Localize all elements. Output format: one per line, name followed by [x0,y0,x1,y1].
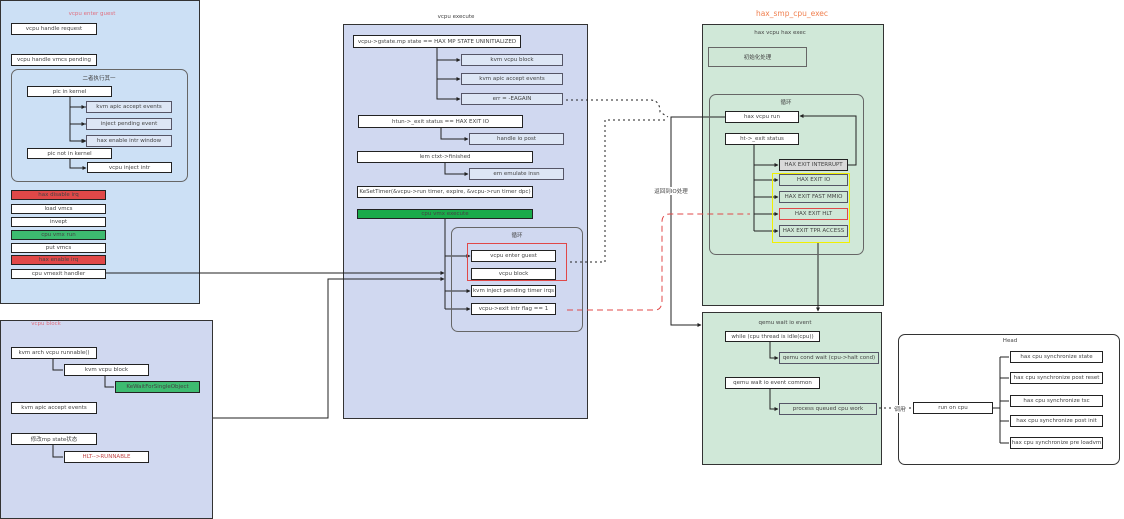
return-label: 返回到IO处理 [654,187,688,195]
head-item: hax cpu synchronize post init [1010,415,1103,427]
loop-title: 循环 [511,233,523,239]
hax-exit-hlt: HAX EXIT HLT [779,208,848,220]
head-item: hax cpu synchronize post reset [1010,372,1103,384]
kvm-inject-timer-irqs: kvm inject pending timer irqs [471,285,556,297]
hax-enable-irq: hax enable irq [11,255,106,265]
hax-exit-io: HAX EXIT IO [779,174,848,186]
while-cpu-idle: while (cpu thread is idle(cpu)) [725,331,820,342]
invept: invept [11,217,106,227]
hax-vcpu-run: hax vcpu run [725,111,799,123]
hax-exit-fast-mmio: HAX EXIT FAST MMIO [779,191,848,203]
head-title: Head [1002,338,1018,344]
cpu-vmx-execute: cpu vmx execute [357,209,533,219]
vcpu-handle-vmcs-pending: vcpu handle vmcs pending [11,54,97,66]
vcpu-handle-request: vcpu handle request [11,23,97,35]
kvm-apic-accept-events: kvm apic accept events [461,73,563,85]
ke-wait-for-single-object: KeWaitForSingleObject [115,381,200,393]
choose-one-title: 二者执行其一 [82,76,116,82]
modify-mp-state: 修改mp state状态 [11,433,97,445]
kvm-arch-vcpu-runnable: kvm arch vcpu runnable() [11,347,97,359]
exit-intr-flag: vcpu->exit intr flag == 1 [471,303,556,315]
kvm-apic-accept-events: kvm apic accept events [11,402,97,414]
execute-loop-group [451,227,583,332]
put-vmcs: put vmcs [11,243,106,253]
process-queued-cpu-work: process queued cpu work [779,403,877,415]
vcpu-block: vcpu block [471,268,556,280]
head-item: hax cpu synchronize pre loadvm [1010,437,1103,449]
qemu-cond-wait: qemu cond wait (cpu->halt cond) [779,352,879,364]
kvm-vcpu-block: kvm vcpu block [461,54,563,66]
hax-smp-cpu-exec-title: hax_smp_cpu_exec [755,9,829,18]
wait-io-event-common: qemu wait io event common [725,377,820,389]
pic-in-kernel: pic in kernel [27,86,112,97]
hax-enable-intr-window: hax enable intr window [86,135,172,147]
vcpu-enter-guest: vcpu enter guest [471,250,556,262]
highlight-frame [467,243,567,281]
pic-not-in-kernel: pic not in kernel [27,148,112,159]
hax-loop-group [709,94,864,255]
hlt-to-runnable: HLT-->RUNNABLE [64,451,149,463]
load-vmcs: load vmcs [11,204,106,214]
head-item: hax cpu synchronize tsc [1010,395,1103,407]
choose-one-group [11,69,188,182]
cpu-vmx-run: cpu vmx run [11,230,106,240]
vcpu-execute-panel [343,24,588,419]
call-label: 调用 [894,405,906,413]
hax-disable-irq: hax disable irq [11,190,106,200]
ctxt-finished: lem ctxt->finished [357,151,533,163]
kvm-apic-accept-events: kvm apic accept events [86,101,172,113]
enter-guest-title: vcpu enter guest [68,11,116,17]
exit-io-check: htun->_exit status == HAX EXIT IO [358,115,523,128]
ke-set-timer: KeSetTimer(&vcpu->run timer, expire, &vc… [357,186,533,198]
err-eagain: err = -EAGAIN [461,93,563,105]
hax-exit-tpr-access: HAX EXIT TPR ACCESS [779,225,848,237]
block-title: vcpu block [31,321,61,327]
vcpu-inject-intr: vcpu inject intr [87,162,172,173]
wait-io-title: qemu wait io event [758,320,812,326]
kvm-vcpu-block: kvm vcpu block [64,364,149,376]
mp-state-check: vcpu->gstate.mp state == HAX MP STATE UN… [353,35,521,48]
exit-status: ht->_exit status [725,133,799,145]
yellow-frame [772,173,850,243]
preprocess-box: 初始化处理 [708,47,807,67]
hax-exit-interrupt: HAX EXIT INTERRUPT [779,159,848,171]
hax-loop-title: 循环 [780,100,792,106]
head-item: hax cpu synchronize state [1010,351,1103,363]
execute-title: vcpu execute [437,14,475,20]
inject-pending-event: inject pending event [86,118,172,130]
handle-io-post: handle io post [469,133,564,145]
em-emulate-insn: em emulate insn [469,168,564,180]
hax-exec-panel-title: hax vcpu hax exec [754,30,806,36]
run-on-cpu: run on cpu [913,402,993,414]
cpu-vmexit-handler: cpu vmexit handler [11,269,106,279]
